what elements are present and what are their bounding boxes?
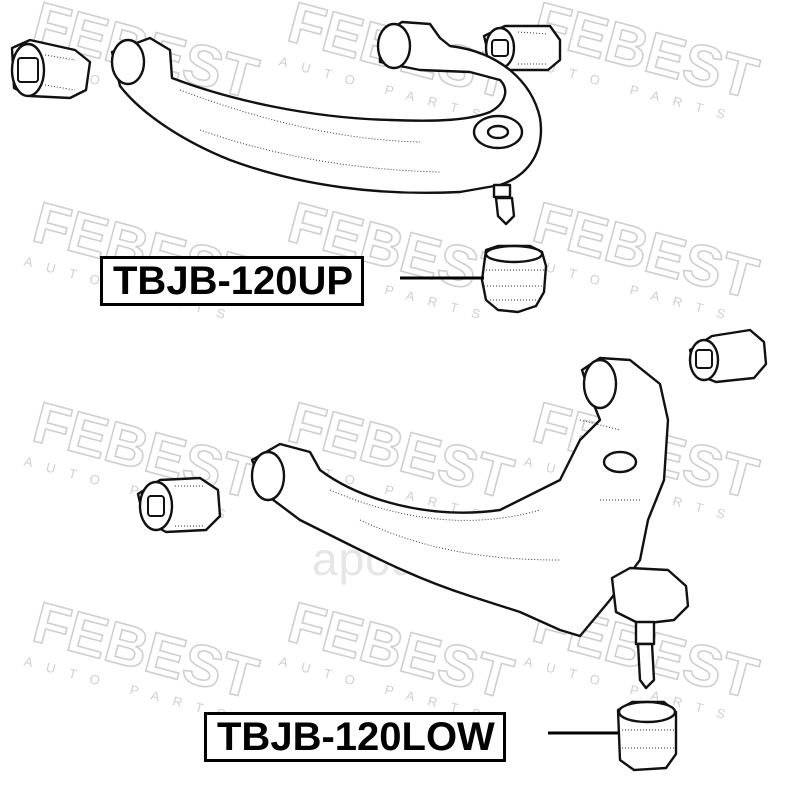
bushing-lower-right xyxy=(688,328,768,384)
watermark-10: FEBEST AUTO PARTS xyxy=(22,589,265,725)
watermark-3: FEBEST AUTO PARTS xyxy=(522,0,765,125)
part-number-label-lower: TBJB-120LOW xyxy=(204,712,506,762)
bushing-lower-left xyxy=(136,476,222,534)
bushing-top-left xyxy=(10,38,92,100)
ball-joint-boot-lower-icon xyxy=(616,700,678,772)
upper-control-arm-icon xyxy=(110,20,543,226)
part-number-label-upper: TBJB-120UP xyxy=(100,256,365,306)
lower-control-arm-icon xyxy=(250,356,690,690)
ball-joint-boot-upper-icon xyxy=(480,244,548,314)
watermark-11: FEBEST AUTO PARTS xyxy=(277,589,520,725)
watermark-6: FEBEST AUTO PARTS xyxy=(522,189,765,325)
